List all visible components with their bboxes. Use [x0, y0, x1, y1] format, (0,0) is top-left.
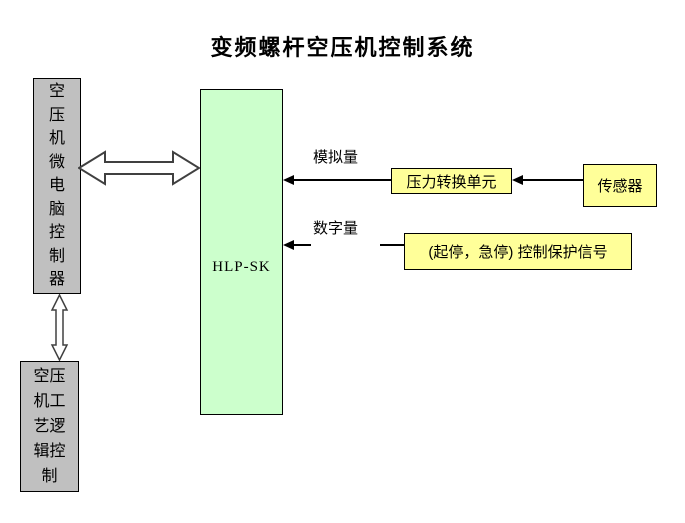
- control-protection-signal-box: (起停，急停) 控制保护信号: [404, 233, 632, 270]
- sensor-arrowhead-icon: [512, 175, 523, 185]
- sensor-box: 传感器: [583, 164, 657, 207]
- digital-connector-line-left: [291, 244, 311, 246]
- hlp-sk-label: HLP-SK: [212, 259, 271, 275]
- horizontal-double-arrow-icon: [78, 150, 200, 186]
- digital-signal-label: 数字量: [313, 220, 359, 237]
- page-title: 变频螺杆空压机控制系统: [210, 35, 475, 60]
- pressure-conversion-unit-label: 压力转换单元: [406, 173, 497, 191]
- analog-arrowhead-icon: [283, 175, 294, 185]
- analog-signal-label: 模拟量: [313, 149, 359, 166]
- microcomputer-controller-label: 空 压 机 微 电 脑 控 制 器: [48, 83, 65, 289]
- analog-connector-line: [291, 179, 391, 181]
- digital-connector-line-right: [380, 244, 404, 246]
- sensor-connector-line: [520, 179, 583, 181]
- microcomputer-controller-box: 空 压 机 微 电 脑 控 制 器: [33, 78, 81, 294]
- control-protection-signal-label: (起停，急停) 控制保护信号: [428, 244, 608, 261]
- digital-arrowhead-icon: [283, 240, 294, 250]
- process-logic-control-label: 空压 机工 艺逻 辑控 制: [33, 368, 66, 485]
- hlp-sk-box: HLP-SK: [200, 89, 283, 415]
- sensor-label: 传感器: [597, 178, 643, 195]
- process-logic-control-box: 空压 机工 艺逻 辑控 制: [20, 361, 79, 492]
- pressure-conversion-unit-box: 压力转换单元: [391, 168, 512, 194]
- vertical-double-arrow-icon: [50, 294, 69, 361]
